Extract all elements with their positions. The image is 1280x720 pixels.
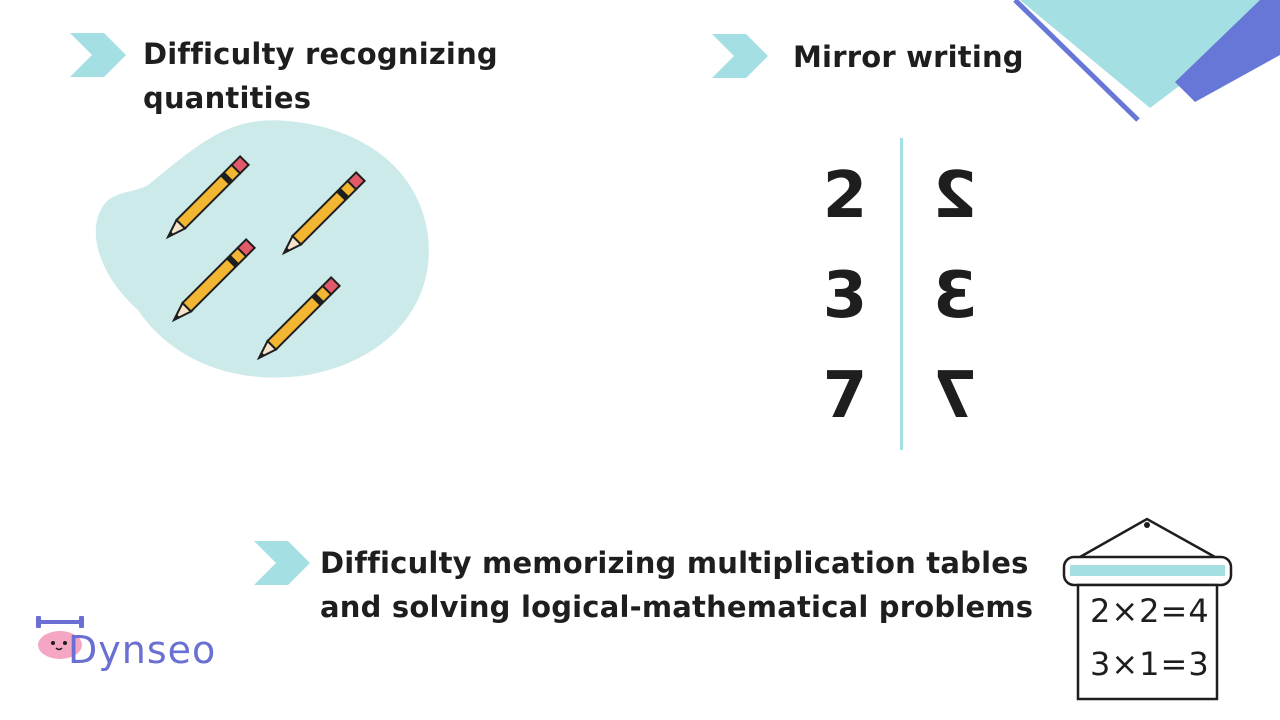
board-equation: 3×1=3 xyxy=(1090,645,1210,683)
chevron-right-icon xyxy=(70,33,126,77)
logo-text: Dynseo xyxy=(68,628,217,672)
pencils-illustration xyxy=(95,120,429,378)
digit: 7 xyxy=(822,359,868,433)
pencil-icon xyxy=(256,275,342,361)
corner-decoration xyxy=(1013,0,1280,122)
quantities-heading-line1: Difficulty recognizing xyxy=(143,37,498,71)
chevron-right-icon xyxy=(712,34,768,78)
digit: 2 xyxy=(822,159,868,233)
tables-heading: Difficulty memorizing multiplication tab… xyxy=(320,541,1033,629)
digits-normal: 2 3 7 xyxy=(815,146,875,446)
board-equation: 2×2=4 xyxy=(1090,592,1210,630)
mirror-divider xyxy=(900,138,903,450)
chevron-right-icon xyxy=(254,541,310,585)
pencil-icon xyxy=(281,170,367,256)
digits-mirrored: 2 3 7 xyxy=(925,146,985,446)
mirror-heading: Mirror writing xyxy=(793,40,1024,74)
quantities-heading-line2: quantities xyxy=(143,81,312,115)
digit-mirrored: 7 xyxy=(932,359,978,433)
blob-shape xyxy=(95,120,429,378)
digit-mirrored: 2 xyxy=(932,159,978,233)
digit-mirrored: 3 xyxy=(932,259,978,333)
tables-heading-line2: and solving logical-mathematical problem… xyxy=(320,590,1034,624)
hanging-board-icon xyxy=(1062,517,1233,701)
quantities-heading: Difficulty recognizing quantities xyxy=(143,32,498,120)
digit: 3 xyxy=(822,259,868,333)
tables-heading-line1: Difficulty memorizing multiplication tab… xyxy=(320,546,1029,580)
brain-mascot-icon xyxy=(36,616,84,659)
pencil-icon xyxy=(171,237,257,323)
pencil-icon xyxy=(165,154,251,240)
